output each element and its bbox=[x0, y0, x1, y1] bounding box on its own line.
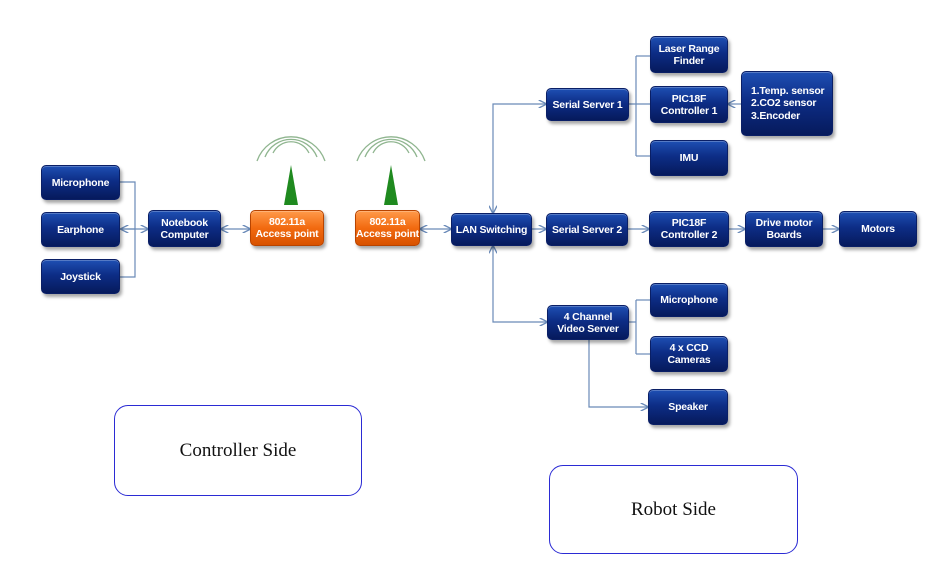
motors-node: Motors bbox=[839, 211, 917, 247]
joystick-node: Joystick bbox=[41, 259, 120, 294]
laser-range-finder-node: Laser Range Finder bbox=[650, 36, 728, 73]
controller-side-label: Controller Side bbox=[114, 405, 362, 496]
sensors-node: 1.Temp. sensor 2.CO2 sensor 3.Encoder bbox=[741, 71, 833, 136]
video-server-node: 4 Channel Video Server bbox=[547, 305, 629, 340]
serial-server-1-node: Serial Server 1 bbox=[546, 88, 629, 121]
drive-motor-boards-node: Drive motor Boards bbox=[745, 211, 823, 247]
earphone-node: Earphone bbox=[41, 212, 120, 247]
video-to-speaker-link bbox=[588, 340, 648, 407]
pic18f-controller-2-node: PIC18F Controller 2 bbox=[649, 211, 729, 247]
speaker-node: Speaker bbox=[648, 389, 728, 425]
lan-to-serial1-link bbox=[493, 104, 546, 213]
serial-server-2-node: Serial Server 2 bbox=[546, 213, 628, 246]
lan-switching-node: LAN Switching bbox=[451, 213, 532, 246]
antenna-left-icon bbox=[256, 136, 326, 205]
ccd-cameras-node: 4 x CCD Cameras bbox=[650, 336, 728, 372]
pic18f-controller-1-node: PIC18F Controller 1 bbox=[650, 86, 728, 123]
antenna-right-icon bbox=[356, 136, 426, 205]
notebook-computer-node: Notebook Computer bbox=[148, 210, 221, 247]
lan-to-video-link bbox=[493, 246, 547, 322]
microphone-node: Microphone bbox=[41, 165, 120, 200]
access-point-right-node: 802.11a Access point bbox=[355, 210, 420, 246]
robot-microphone-node: Microphone bbox=[650, 283, 728, 317]
access-point-left-node: 802.11a Access point bbox=[250, 210, 324, 246]
robot-side-label: Robot Side bbox=[549, 465, 798, 554]
imu-node: IMU bbox=[650, 140, 728, 176]
